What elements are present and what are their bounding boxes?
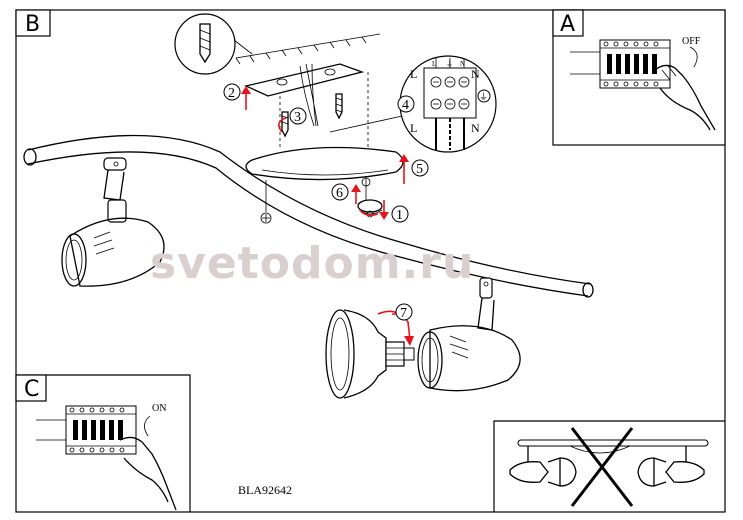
bar-bottom-edge bbox=[27, 151, 589, 297]
screw-icon-2 bbox=[281, 111, 289, 138]
canopy-small bbox=[569, 445, 631, 454]
screw-icon bbox=[335, 93, 343, 120]
spot-right-vents bbox=[449, 335, 469, 359]
off-label: OFF bbox=[682, 36, 701, 47]
hand-a bbox=[654, 64, 716, 131]
terminal-l-top: L bbox=[410, 67, 417, 81]
step-3-badge bbox=[289, 107, 307, 125]
panel-wrong-orientation bbox=[493, 420, 725, 512]
ceiling-detail: 2 3 bbox=[174, 13, 381, 150]
step-3-arrow bbox=[278, 117, 287, 133]
earth-icon: ⏚ bbox=[479, 92, 488, 102]
spot-right-face bbox=[417, 331, 443, 389]
on-label: ON bbox=[152, 403, 166, 414]
spotlight-right: 7 bbox=[325, 277, 521, 399]
panel-c-switch-on: C ON bbox=[15, 374, 191, 512]
step-4-number: 4 bbox=[402, 98, 409, 113]
watermark-text: svetodom.ru bbox=[150, 238, 474, 289]
bar-top-edge bbox=[27, 134, 591, 285]
step-1-badge bbox=[391, 205, 409, 223]
canopy-plate bbox=[245, 146, 404, 181]
wall-plug-icon bbox=[199, 23, 211, 64]
step-4-badge bbox=[397, 95, 415, 113]
step-5-number: 5 bbox=[416, 162, 423, 177]
panel-b-letter: B bbox=[25, 12, 40, 37]
ceiling-hatch bbox=[235, 33, 381, 65]
step-1-number: 1 bbox=[396, 208, 403, 223]
bar-end-left bbox=[23, 148, 37, 166]
small-spot-right bbox=[637, 446, 705, 487]
hand-a-fingers bbox=[661, 65, 677, 81]
step-5-badge bbox=[411, 159, 429, 177]
terminal-l-bottom: L bbox=[410, 121, 417, 135]
panel-a-letter: A bbox=[560, 12, 575, 37]
step-3-number: 3 bbox=[294, 110, 301, 125]
terminal-block bbox=[423, 67, 477, 119]
terminal-mark-e: ⏚ bbox=[446, 60, 453, 68]
step-7-number: 7 bbox=[400, 306, 407, 321]
panel-a-switch-off: A OFF bbox=[552, 9, 726, 146]
breaker-block-c bbox=[36, 405, 137, 455]
spot-left-stem bbox=[103, 169, 125, 201]
step-7-badge bbox=[395, 303, 413, 321]
terminal-n-top: N bbox=[471, 67, 480, 81]
step-6-number: 6 bbox=[336, 186, 343, 201]
spot-right-housing bbox=[429, 325, 521, 392]
spot-left-vents bbox=[93, 231, 115, 255]
hand-c bbox=[119, 436, 177, 511]
spot-left-face bbox=[61, 233, 87, 287]
mounting-bracket bbox=[243, 63, 365, 97]
cross-out-mark bbox=[570, 427, 634, 507]
breaker-block-a bbox=[570, 39, 671, 89]
panel-c-letter: C bbox=[24, 377, 39, 402]
lamp-bulb-icon bbox=[325, 309, 415, 399]
outer-frame bbox=[15, 9, 726, 513]
off-direction-arrow bbox=[689, 46, 698, 68]
terminal-mark-l: L bbox=[432, 60, 436, 68]
spot-left-housing bbox=[69, 217, 165, 287]
small-spot-left bbox=[509, 446, 577, 487]
hanging-screw-icon bbox=[260, 180, 272, 224]
wiring-detail: L N L N L ⏚ N ⏚ 4 bbox=[329, 55, 497, 153]
bar-end-right bbox=[582, 282, 594, 298]
terminal-mark-n: N bbox=[460, 60, 465, 68]
terminal-n-bottom: N bbox=[471, 121, 480, 135]
earth-badge bbox=[477, 89, 491, 103]
light-bar bbox=[23, 134, 594, 298]
canopy: 5 6 1 bbox=[245, 146, 429, 224]
dowel-detail-circle bbox=[174, 13, 236, 75]
on-direction-arrow bbox=[144, 415, 151, 437]
step-6-badge bbox=[331, 183, 349, 201]
step-2-badge bbox=[223, 83, 241, 101]
supply-wires bbox=[299, 63, 319, 127]
panel-b-label: B bbox=[15, 9, 51, 37]
step-2-number: 2 bbox=[228, 86, 235, 101]
model-code: BLA92642 bbox=[238, 483, 292, 497]
spotlight-left bbox=[61, 157, 165, 287]
